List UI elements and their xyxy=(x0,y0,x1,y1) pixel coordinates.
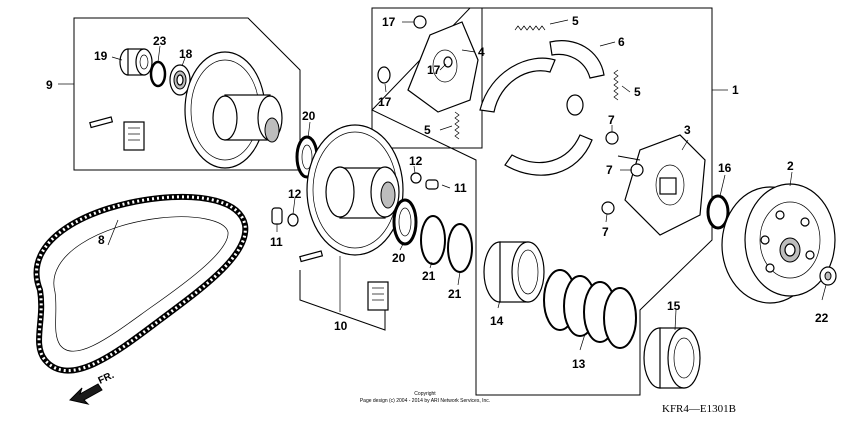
callout-8: 8 xyxy=(98,233,105,247)
callout-2: 2 xyxy=(787,159,794,173)
callout-7c: 7 xyxy=(602,225,609,239)
callout-9: 9 xyxy=(46,78,53,92)
nut-7b xyxy=(630,163,644,177)
spring-5c xyxy=(454,111,460,140)
nut-7c xyxy=(601,201,615,215)
callout-22: 22 xyxy=(815,311,829,325)
seal-collar-14 xyxy=(483,241,545,303)
callout-17a: 17 xyxy=(382,15,396,29)
callout-17b: 17 xyxy=(427,63,441,77)
leader-lines xyxy=(107,19,827,351)
callout-6: 6 xyxy=(618,35,625,49)
callout-23: 23 xyxy=(153,34,167,48)
pin-9 xyxy=(89,116,114,129)
label-9 xyxy=(123,121,145,151)
clutch-shoes-6 xyxy=(479,40,605,176)
callout-labels: 1 2 3 4 5 5 5 6 7 7 7 8 9 10 11 11 12 12… xyxy=(46,14,829,371)
nut-22 xyxy=(819,266,837,286)
o-ring-21a xyxy=(420,215,446,265)
oil-seal-20b xyxy=(392,198,418,246)
clutch-outer-2 xyxy=(721,183,836,304)
callout-10: 10 xyxy=(334,319,348,333)
callout-7b: 7 xyxy=(606,163,613,177)
direction-label: FR. xyxy=(97,370,116,387)
pin-11b xyxy=(425,179,439,190)
collar-12b xyxy=(410,172,422,184)
callout-12a: 12 xyxy=(288,187,302,201)
callout-21a: 21 xyxy=(422,269,436,283)
callout-4: 4 xyxy=(478,45,485,59)
spring-5b xyxy=(613,69,619,101)
callout-13: 13 xyxy=(572,357,586,371)
driven-pulley-10 xyxy=(306,124,404,256)
driven-face-9 xyxy=(184,51,283,169)
callout-1: 1 xyxy=(732,83,739,97)
nut-7a xyxy=(605,131,619,145)
callout-16: 16 xyxy=(718,161,732,175)
callout-20a: 20 xyxy=(302,109,316,123)
spring-5a xyxy=(514,25,546,31)
callout-11a: 11 xyxy=(270,235,283,249)
callout-18: 18 xyxy=(179,47,193,61)
o-ring-21b xyxy=(447,223,473,273)
spring-seat-15 xyxy=(643,327,701,389)
group-outline-1 xyxy=(371,7,713,396)
bearing-18 xyxy=(169,64,191,96)
group-outline-4 xyxy=(371,7,483,149)
copyright-line: Page design (c) 2004 - 2014 by ARI Netwo… xyxy=(360,398,490,404)
callout-5a: 5 xyxy=(572,14,579,28)
callout-5c: 5 xyxy=(424,123,431,137)
needle-bearing-19 xyxy=(119,48,153,76)
group-outline-9 xyxy=(73,17,301,171)
callout-21b: 21 xyxy=(448,287,462,301)
collar-12a xyxy=(287,213,299,227)
callout-14: 14 xyxy=(490,314,504,328)
pin-11a xyxy=(271,207,283,225)
callout-3: 3 xyxy=(684,123,691,137)
drive-belt xyxy=(33,193,249,374)
nut-17a xyxy=(413,15,427,29)
callout-11b: 11 xyxy=(454,181,467,195)
callout-15: 15 xyxy=(667,299,681,313)
circlip-23 xyxy=(149,60,167,88)
copyright-title: Copyright xyxy=(414,391,436,397)
pin-10 xyxy=(299,250,324,263)
drive-plate-3 xyxy=(617,134,706,236)
front-direction-arrow xyxy=(69,383,103,405)
driven-face-spring-13 xyxy=(543,269,637,349)
callout-20b: 20 xyxy=(392,251,406,265)
nut-17c xyxy=(377,66,391,84)
callout-19: 19 xyxy=(94,49,108,63)
callout-12b: 12 xyxy=(409,154,423,168)
label-10 xyxy=(367,281,389,311)
callout-7a: 7 xyxy=(608,113,615,127)
callout-5b: 5 xyxy=(634,85,641,99)
group-outline-10 xyxy=(299,270,386,331)
diagram-code: KFR4—E1301B xyxy=(662,403,736,415)
seal-16 xyxy=(706,194,730,230)
callout-17c: 17 xyxy=(378,95,392,109)
